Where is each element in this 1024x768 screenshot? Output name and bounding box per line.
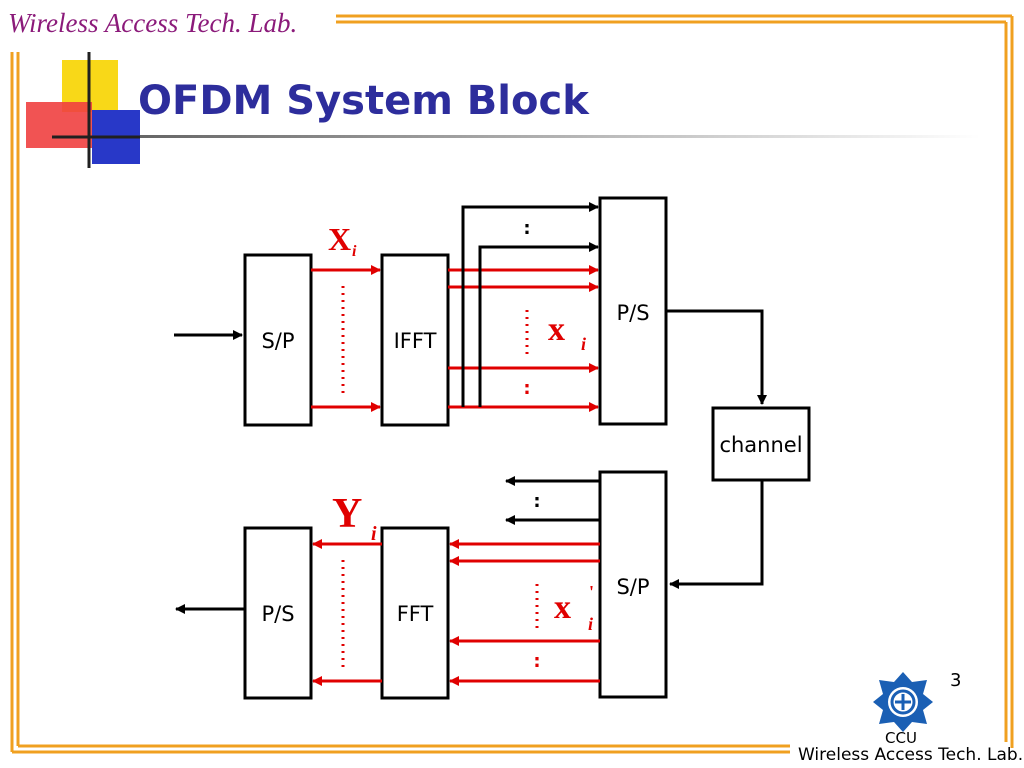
symbol-X: X: [328, 221, 351, 257]
page-number: 3: [950, 670, 962, 691]
symbol-x-sub: i: [581, 334, 586, 354]
receiver: S/P : : x i ' FFT Y i P/S: [175, 470, 668, 700]
footer-lab-name: Wireless Access Tech. Lab.: [798, 745, 1024, 765]
tx-ps-channel-arrow: [666, 309, 767, 405]
tx-colon-bottom: :: [523, 378, 530, 399]
fft-label: FFT: [397, 602, 434, 626]
slide-border: [10, 14, 1014, 754]
footer-ccu: CCU: [885, 729, 917, 747]
tx-ps-label: P/S: [616, 301, 649, 325]
rx-ps-label: P/S: [261, 602, 294, 626]
ifft-label: IFFT: [394, 329, 437, 353]
transmitter: S/P X i IFFT : : x i P/S: [174, 196, 767, 427]
slide-title: OFDM System Block: [138, 78, 589, 124]
channel-label: channel: [719, 433, 802, 457]
symbol-X-sub: i: [352, 243, 357, 260]
tx-cp-path-1: [461, 202, 599, 407]
symbol-Y-sub: i: [371, 523, 377, 545]
channel-rx-arrow: [669, 480, 764, 589]
symbol-y-sub: i: [588, 614, 593, 634]
rx-sp-block: [598, 470, 668, 699]
rx-colon-top: :: [533, 491, 540, 512]
tx-sp-label: S/P: [261, 329, 294, 353]
tx-colon-top: :: [523, 218, 530, 239]
tx-cp-path-2: [478, 242, 599, 407]
ifft-block: [380, 253, 450, 427]
fft-block: [380, 526, 450, 700]
tx-sp-block: [243, 253, 313, 427]
rx-ps-block: [243, 526, 313, 700]
rx-colon-bottom: :: [533, 651, 540, 672]
lab-name-header: Wireless Access Tech. Lab.: [8, 8, 298, 38]
ccu-logo-icon: [873, 672, 933, 732]
symbol-y-prime: ': [589, 582, 594, 602]
title-decoration: [26, 52, 980, 168]
symbol-Y: Y: [332, 491, 362, 537]
symbol-y: x: [554, 589, 571, 626]
symbol-x: x: [548, 311, 565, 348]
rx-sp-label: S/P: [616, 575, 649, 599]
